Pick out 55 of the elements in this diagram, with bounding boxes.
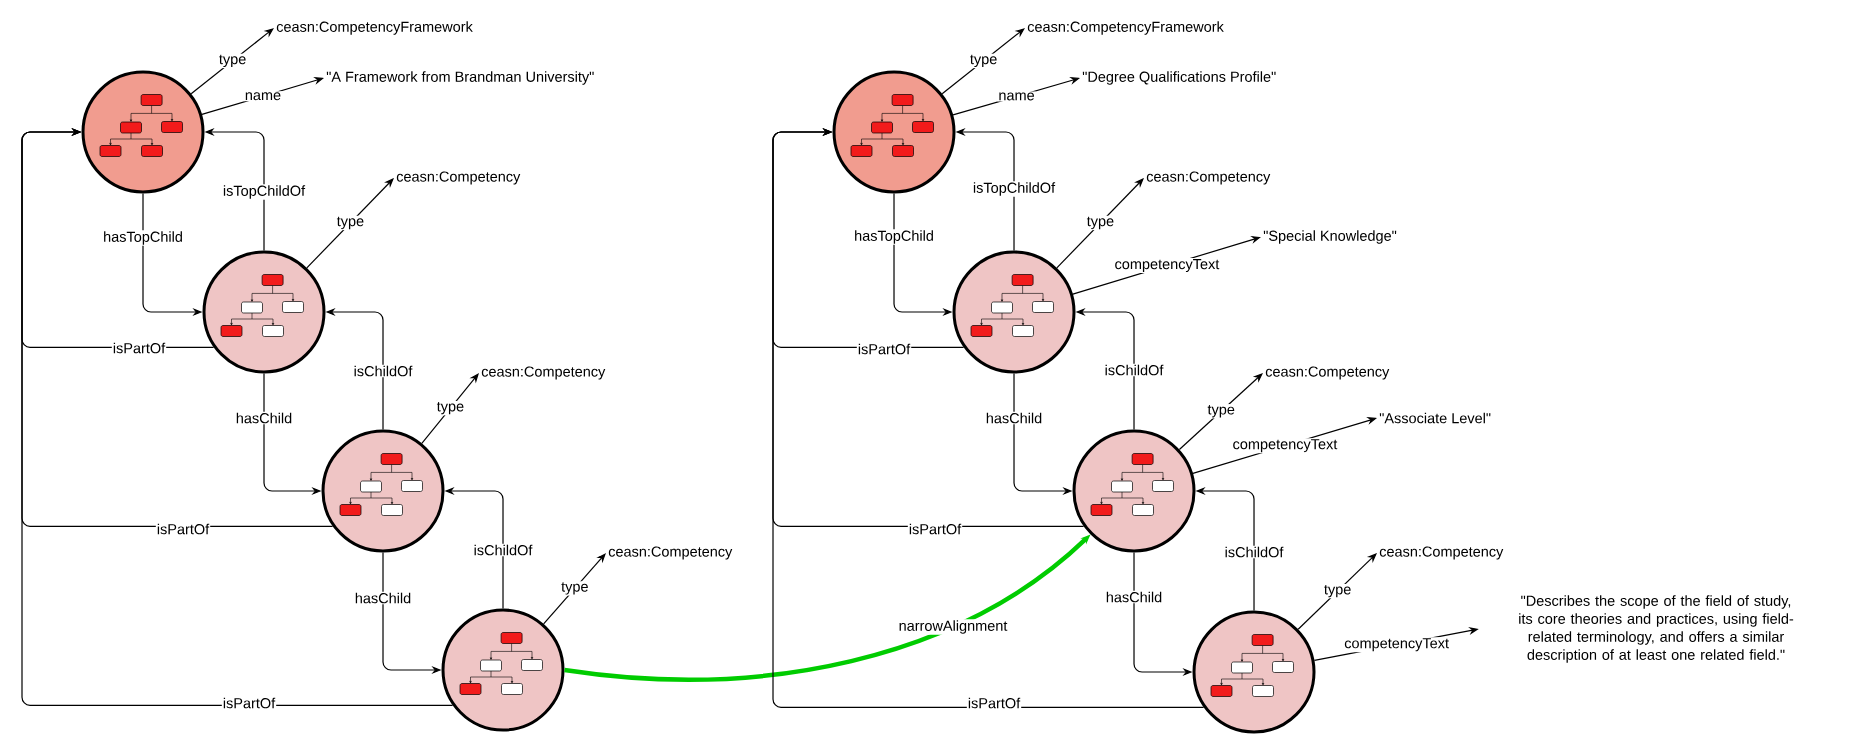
edge-label: type xyxy=(217,53,248,69)
edge-label: isChildOf xyxy=(1223,545,1285,559)
edge-label: type xyxy=(560,581,590,596)
edge-label: type xyxy=(968,53,999,69)
value-text: ceasn:Competency xyxy=(481,366,606,380)
edge-label: isPartOf xyxy=(856,342,912,356)
edge-label: hasTopChild xyxy=(853,229,935,245)
value-text: ceasn:Competency xyxy=(1265,366,1390,380)
value-text: ceasn:CompetencyFramework xyxy=(276,21,473,35)
value-text: ceasn:CompetencyFramework xyxy=(1027,21,1224,35)
value-text: ceasn:Competency xyxy=(1379,546,1504,560)
arrow xyxy=(21,127,454,706)
edge-label: isChildOf xyxy=(352,364,414,378)
edge-label: name xyxy=(243,91,283,102)
edge-label: hasChild xyxy=(353,591,413,605)
edge-label: hasChild xyxy=(1104,590,1164,604)
arrow xyxy=(421,373,479,444)
edge-label: isPartOf xyxy=(966,696,1022,710)
edge-label: type xyxy=(1206,404,1236,419)
edge-label: competencyText xyxy=(1113,258,1221,274)
value-text: ceasn:Competency xyxy=(1146,171,1271,185)
value-text: "Describes the scope of the field of study, its core theories and practices, using field-related terminology, and offers a similar description of at least one related field." xyxy=(1519,595,1794,663)
edge-label: isChildOf xyxy=(472,543,534,557)
edge-label: competencyText xyxy=(1343,637,1450,653)
edge-label: isPartOf xyxy=(221,696,277,710)
edge-label: isTopChildOf xyxy=(971,181,1057,197)
arrow xyxy=(543,553,606,625)
edge-label: type xyxy=(435,400,466,416)
value-text: ceasn:Competency xyxy=(608,546,733,560)
value-text: "Special Knowledge" xyxy=(1263,230,1397,244)
arrow xyxy=(1056,178,1144,269)
edge-label: hasChild xyxy=(234,411,294,425)
edge-label: type xyxy=(1322,583,1353,599)
value-text: ceasn:Competency xyxy=(396,171,521,185)
edge-label: type xyxy=(335,215,366,231)
arrow xyxy=(190,28,274,95)
edge-label: isPartOf xyxy=(111,341,167,355)
edge-label: isTopChildOf xyxy=(221,184,307,200)
edge-label: isPartOf xyxy=(155,522,211,536)
arrow xyxy=(772,127,1205,708)
edge-label: name xyxy=(997,91,1036,102)
value-text: "Associate Level" xyxy=(1379,412,1491,424)
arrow xyxy=(306,178,394,269)
value-text: "Degree Qualifications Profile" xyxy=(1082,71,1276,85)
edge-label: isChildOf xyxy=(1103,363,1165,377)
arrow xyxy=(1297,553,1377,630)
edge-label: type xyxy=(1085,215,1116,231)
edge-label: hasChild xyxy=(984,411,1044,425)
arrow xyxy=(941,28,1025,95)
edge-label: narrowAlignment xyxy=(897,619,1009,635)
edge-label: hasTopChild xyxy=(102,230,184,246)
arrow xyxy=(1178,373,1263,451)
edge-label: competencyText xyxy=(1231,438,1339,454)
edge-label: isPartOf xyxy=(907,522,963,536)
value-text: "A Framework from Brandman University" xyxy=(326,71,594,85)
